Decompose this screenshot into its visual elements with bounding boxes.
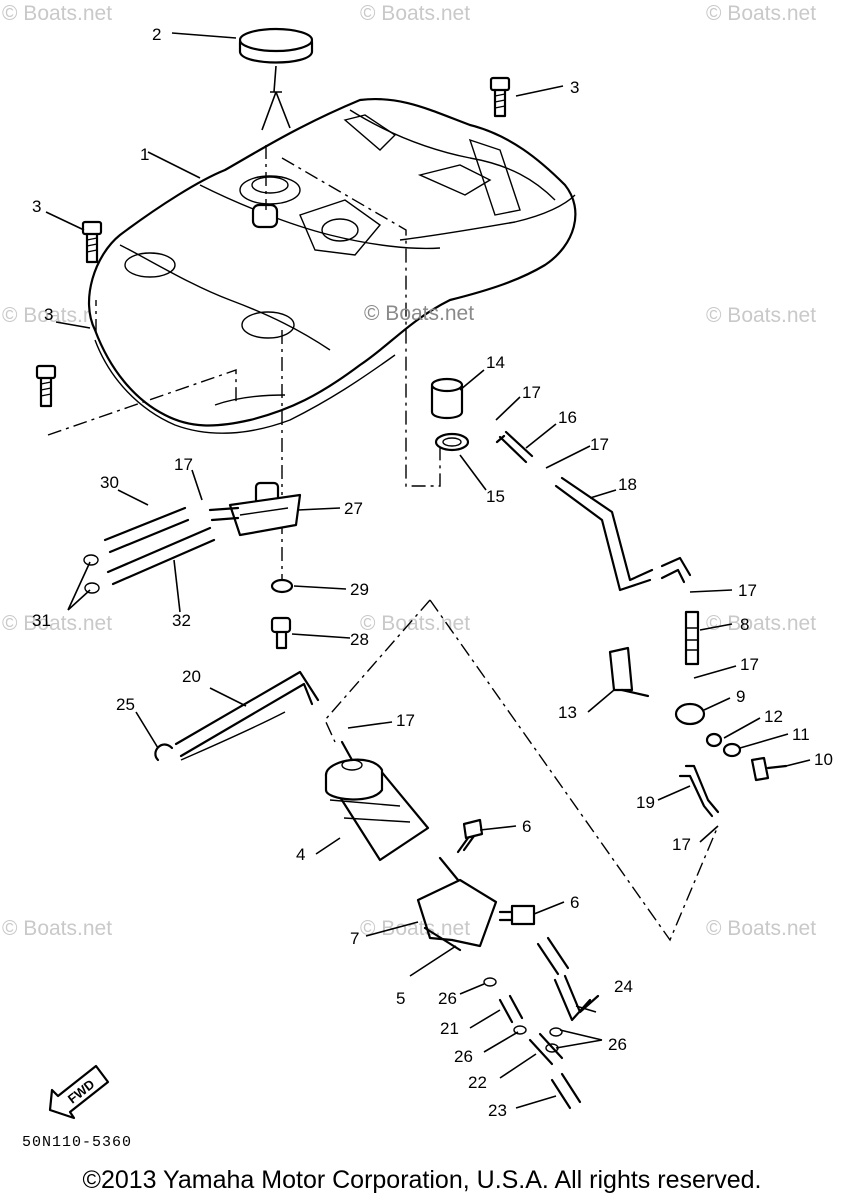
callout-27: 27 [344,499,363,518]
callout-labels: 2 3 1 3 3 14 17 16 17 15 18 17 30 27 29 … [32,25,833,1120]
callout-25: 25 [116,695,135,714]
callout-20: 20 [182,667,201,686]
callout-14: 14 [486,353,505,372]
right-side-parts [608,610,788,818]
callout-6: 6 [570,893,579,912]
callout-15: 15 [486,487,505,506]
callout-3: 3 [32,197,41,216]
callout-13: 13 [558,703,577,722]
callout-6: 6 [522,817,531,836]
callout-4: 4 [296,845,305,864]
callout-5: 5 [396,989,405,1008]
callout-9: 9 [736,687,745,706]
callout-3: 3 [44,305,53,324]
watermark: © Boats.net [360,917,470,940]
watermark-center: © Boats.net [364,302,474,325]
callout-17: 17 [522,383,541,402]
canister [324,740,430,862]
callout-7: 7 [350,929,359,948]
callout-24: 24 [614,977,633,996]
watermarks: © Boats.net © Boats.net © Boats.net © Bo… [2,2,816,940]
callout-17: 17 [740,655,759,674]
callout-26: 26 [438,989,457,1008]
watermark: © Boats.net [2,612,112,635]
watermark: © Boats.net [706,2,816,25]
watermark: © Boats.net [2,304,112,327]
callout-30: 30 [100,473,119,492]
callout-32: 32 [172,611,191,630]
watermark: © Boats.net [706,612,816,635]
callout-28: 28 [350,630,369,649]
fuel-cap [238,27,314,131]
hose-20 [154,670,320,762]
watermark: © Boats.net [360,2,470,25]
callout-31: 31 [32,611,51,630]
hoses-bottom [483,936,600,1110]
callout-29: 29 [350,580,369,599]
hoses-left [83,506,216,594]
forward-arrow-icon: FWD [48,1064,110,1120]
callout-19: 19 [636,793,655,812]
callout-18: 18 [618,475,637,494]
callout-26: 26 [454,1047,473,1066]
callout-17: 17 [590,435,609,454]
watermark: © Boats.net [706,917,816,940]
callout-17: 17 [738,581,757,600]
fuel-tank [87,98,577,434]
watermark: © Boats.net [360,612,470,635]
callout-8: 8 [740,615,749,634]
callout-21: 21 [440,1019,459,1038]
watermark: © Boats.net [2,2,112,25]
callout-1: 1 [140,145,149,164]
callout-17: 17 [174,455,193,474]
callout-10: 10 [814,750,833,769]
watermark: © Boats.net [2,917,112,940]
watermark: © Boats.net [706,304,816,327]
copyright-notice: ©2013 Yamaha Motor Corporation, U.S.A. A… [82,1166,762,1194]
callout-22: 22 [468,1073,487,1092]
callout-12: 12 [764,707,783,726]
callout-17: 17 [396,711,415,730]
callout-26: 26 [608,1035,627,1054]
fuel-cock [208,481,302,650]
guide-lines [47,145,719,942]
callout-11: 11 [792,725,810,744]
hose-18 [554,476,692,592]
breather-parts [430,377,534,464]
leader-lines [45,32,811,1109]
bolts [35,76,511,408]
callout-17: 17 [672,835,691,854]
callout-3: 3 [570,78,579,97]
callout-16: 16 [558,408,577,427]
callout-2: 2 [152,25,161,44]
diagram-code: 50N110-5360 [22,1134,133,1151]
callout-23: 23 [488,1101,507,1120]
